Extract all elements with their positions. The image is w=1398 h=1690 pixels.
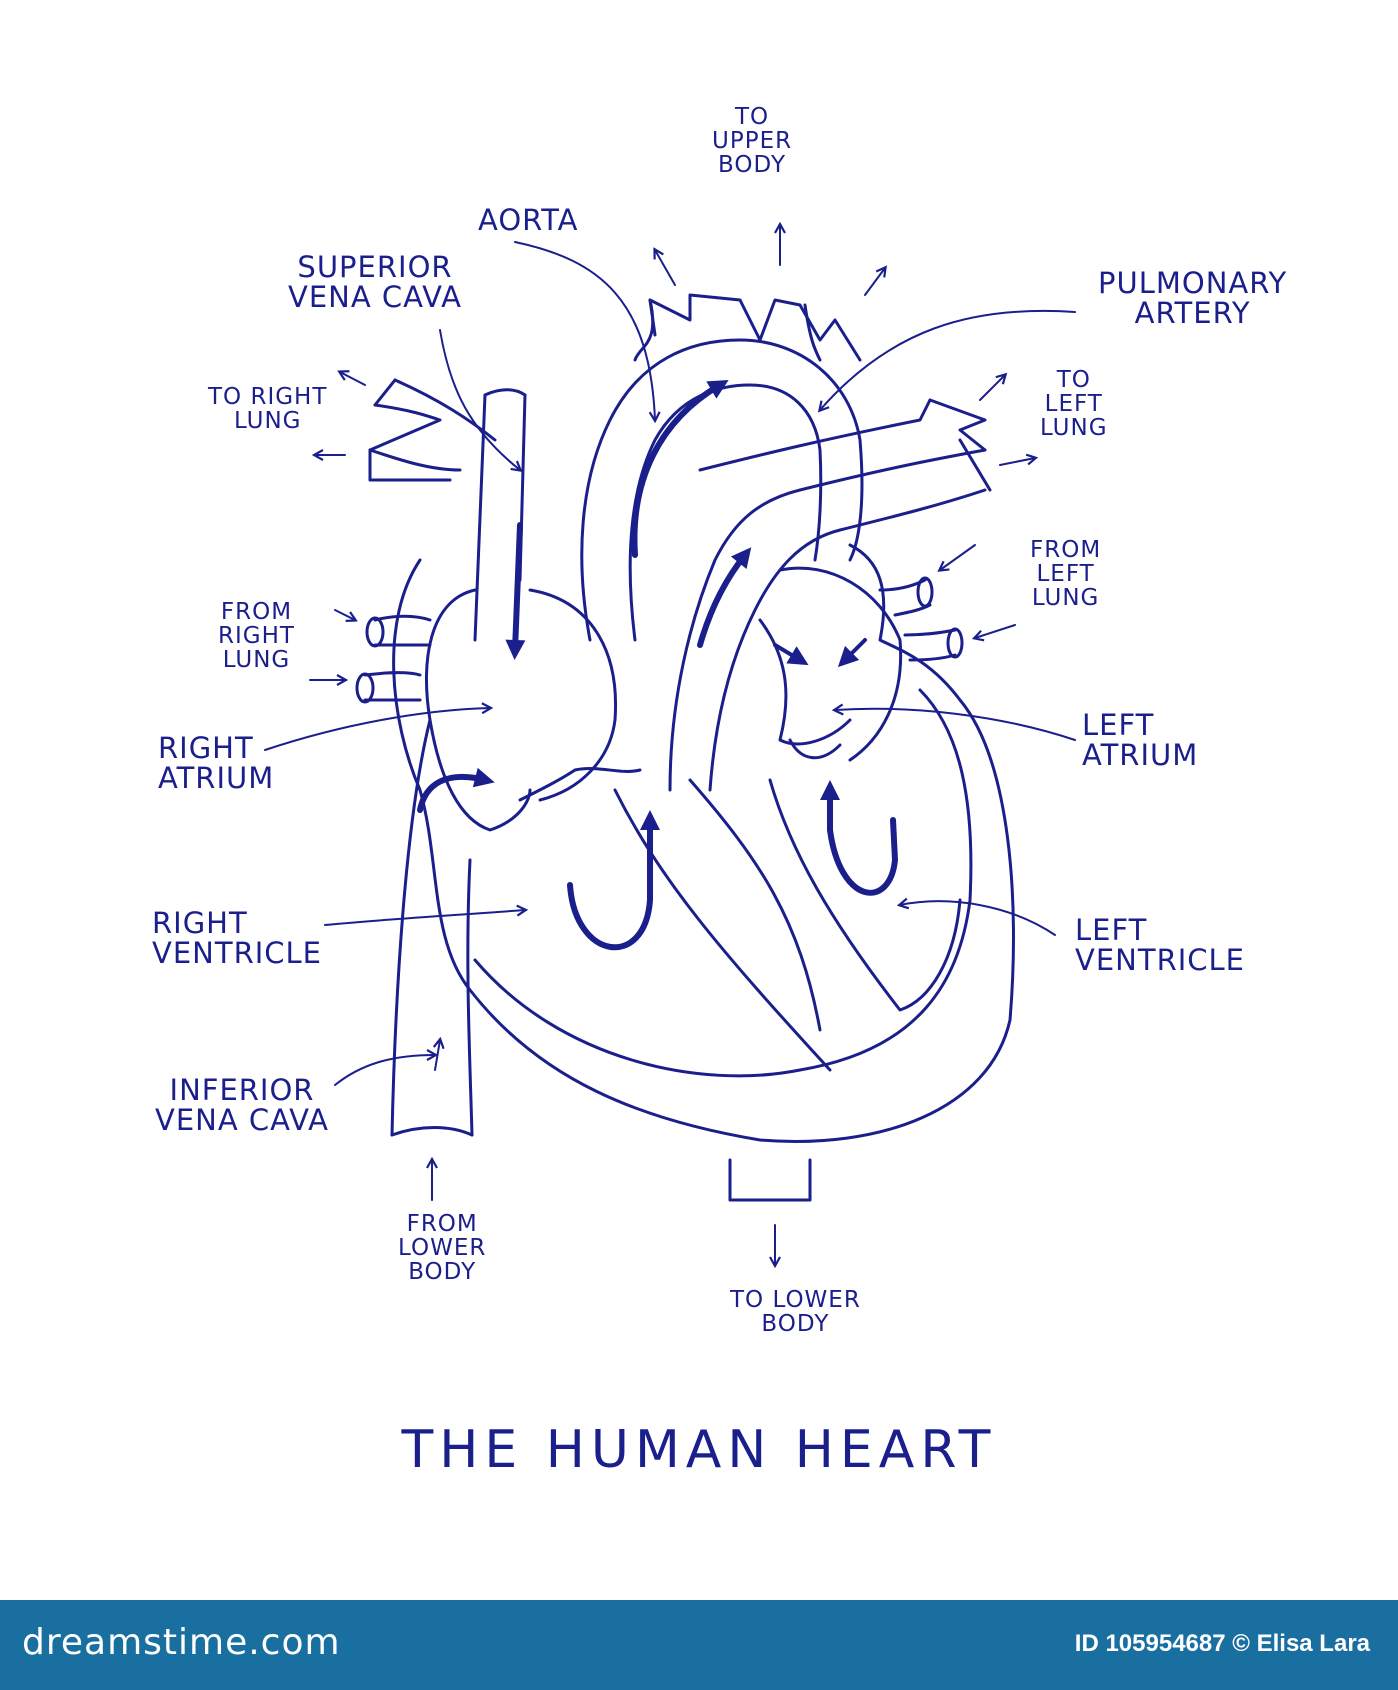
leader-left-ventricle: [900, 901, 1056, 936]
flow-arrow-aorta: [631, 379, 729, 558]
leader-svc: [439, 329, 520, 470]
label-left-ventricle: LEFT VENTRICLE: [1075, 913, 1246, 978]
label-left-atrium: LEFT ATRIUM: [1082, 708, 1199, 773]
label-to-right-lung: TO RIGHT LUNG: [208, 384, 328, 435]
flow-arrow-la-1: [773, 643, 809, 666]
flow-arrow-la-2: [837, 638, 867, 668]
diagram-title: THE HUMAN HEART: [401, 1420, 997, 1480]
label-to-lower-body: TO LOWER BODY: [730, 1287, 861, 1338]
right-pulmonary-vein-lower: [363, 671, 422, 702]
arrow-from-left-lung-lower: [975, 624, 1016, 638]
right-atrium-wall: [424, 588, 532, 832]
label-to-upper-body: TO UPPER BODY: [712, 104, 793, 179]
label-aorta: AORTA: [478, 203, 579, 237]
tricuspid-valve: [518, 767, 642, 802]
leader-aorta: [514, 241, 655, 420]
aorta-branches: [648, 293, 862, 362]
label-inferior-vena-cava: INFERIOR VENA CAVA: [155, 1073, 329, 1138]
label-to-left-lung: TO LEFT LUNG: [1040, 367, 1108, 442]
flow-arrow-svc: [505, 522, 526, 660]
heart-inner-outline: [473, 688, 973, 1078]
left-pulmonary-vein-upper: [878, 578, 932, 617]
inferior-vena-cava: [390, 718, 474, 1137]
flow-arrow-right-atrium: [417, 767, 495, 813]
leader-left-atrium: [835, 709, 1076, 741]
leader-ivc: [334, 1055, 435, 1086]
label-right-atrium: RIGHT ATRIUM: [158, 731, 275, 796]
aorta-arch: [580, 338, 864, 642]
arrow-from-right-lung-upper: [334, 609, 355, 620]
leader-right-ventricle: [324, 910, 525, 926]
arrow-to-left-lung-lower: [999, 458, 1035, 466]
descending-aorta: [728, 1158, 812, 1202]
footer-id-credit: ID 105954687 © Elisa Lara: [1074, 1630, 1370, 1657]
arrow-to-upper-left: [655, 250, 676, 286]
label-from-right-lung: FROM RIGHT LUNG: [218, 599, 295, 674]
label-pulmonary-artery: PULMONARY ARTERY: [1098, 266, 1288, 331]
flow-arrow-right-ventricle: [567, 810, 660, 951]
label-superior-vena-cava: SUPERIOR VENA CAVA: [288, 250, 462, 315]
arrow-to-right-lung-upper: [340, 372, 366, 386]
label-from-lower-body: FROM LOWER BODY: [398, 1211, 487, 1286]
label-from-left-lung: FROM LEFT LUNG: [1030, 537, 1102, 612]
pulmonary-artery: [668, 448, 987, 792]
leader-pulmonary: [820, 309, 1076, 410]
arrow-from-left-lung-upper: [940, 544, 976, 570]
pulmonary-left-branch: [928, 398, 992, 492]
left-ventricle-wall: [768, 778, 962, 1012]
footer-brand[interactable]: dreamstime.com: [22, 1622, 341, 1663]
left-atrium-wall: [778, 566, 903, 762]
arrow-to-upper-right: [864, 268, 885, 296]
leader-right-atrium: [264, 708, 490, 751]
arrow-to-left-lung-upper: [979, 375, 1005, 401]
label-right-ventricle: RIGHT VENTRICLE: [152, 906, 323, 971]
footer-bar: dreamstime.com ID 105954687 © Elisa Lara: [0, 1600, 1398, 1690]
septum: [613, 788, 832, 1072]
heart-outline: [392, 543, 1015, 1143]
flow-arrow-pulmonary: [697, 547, 752, 648]
flow-arrow-left-ventricle-u: [827, 817, 899, 896]
mitral-valve: [788, 738, 842, 760]
heart-diagram: [264, 0, 1076, 1600]
